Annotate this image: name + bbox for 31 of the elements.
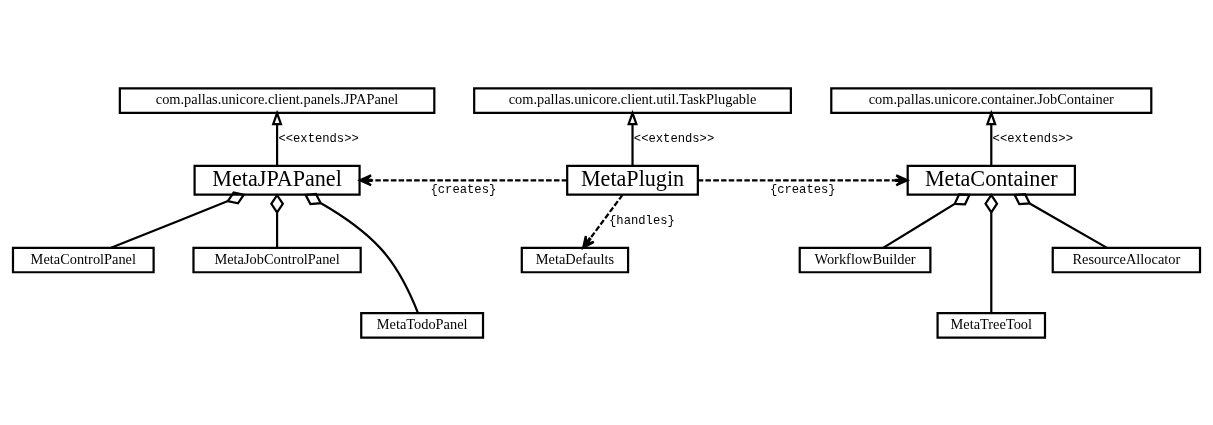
connector [984, 192, 999, 313]
connector [270, 192, 285, 248]
arrow [582, 193, 624, 249]
arrow [697, 173, 909, 186]
node-box: MetaPlugin [566, 164, 699, 196]
node-box: MetaDefaults [520, 246, 630, 273]
connector [1012, 192, 1108, 249]
arrow [627, 109, 638, 166]
arrow [271, 109, 283, 166]
node-box: MetaJobControlPanel [192, 246, 362, 273]
node-box: com.pallas.unicore.client.util.TaskPlugable [473, 86, 792, 114]
connector [303, 192, 419, 313]
connector [882, 192, 972, 249]
node-box: ResourceAllocator [1051, 246, 1202, 273]
node-box: MetaTreeTool [936, 311, 1047, 339]
node-box: MetaControlPanel [11, 246, 155, 273]
node-box: MetaTodoPanel [360, 311, 485, 339]
arrow [985, 109, 997, 166]
edge-label: {handles} [609, 213, 675, 228]
edge-label: <<extends>> [992, 131, 1073, 146]
node-box: MetaContainer [906, 164, 1076, 196]
edge-label: <<extends>> [633, 131, 715, 146]
arrow [358, 173, 567, 186]
edge-label: {creates} [769, 182, 836, 197]
node-box: MetaJPAPanel [193, 164, 361, 196]
connector [110, 190, 246, 249]
node-box: WorkflowBuilder [798, 246, 932, 273]
node-box: com.pallas.unicore.client.panels.JPAPanel [118, 86, 436, 114]
edge-label: <<extends>> [278, 131, 359, 146]
node-box: com.pallas.unicore.container.JobContainer [830, 86, 1153, 114]
edge-label: {creates} [430, 182, 497, 197]
